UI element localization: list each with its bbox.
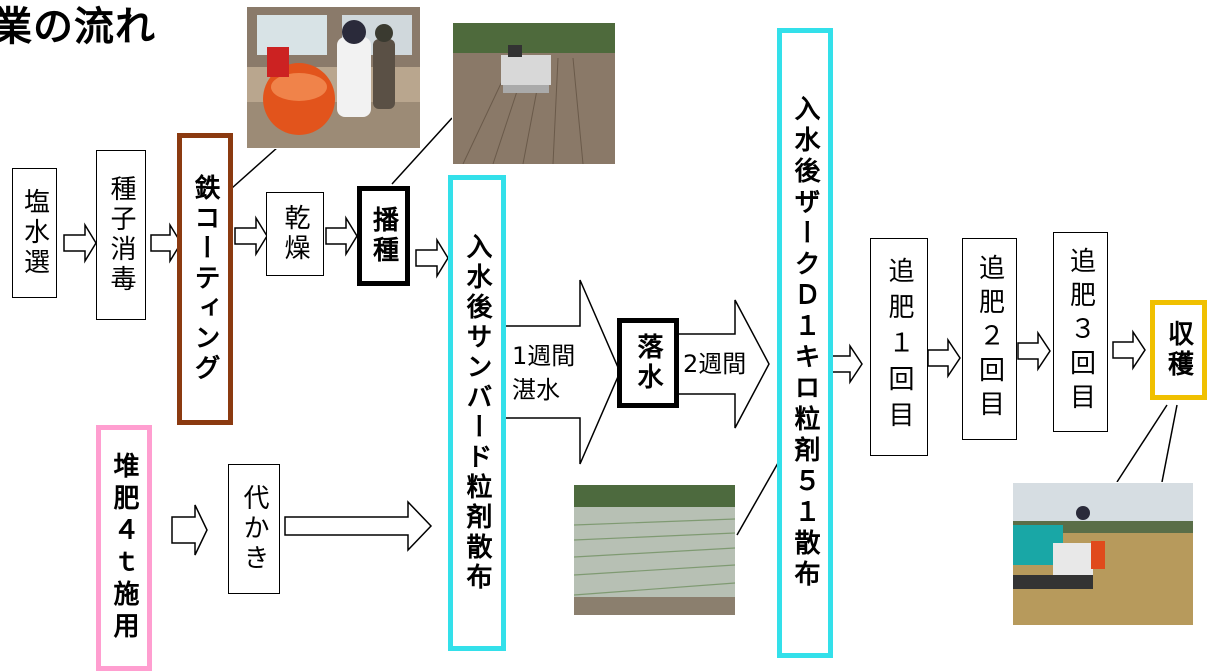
label-week2: 2週間 xyxy=(683,350,747,378)
step-shirokaki: 代かき xyxy=(228,464,280,594)
callout-line-paddy xyxy=(736,462,779,536)
callout-line-coating xyxy=(231,146,279,189)
flooded-paddy-photo xyxy=(573,484,736,616)
arrow-1 xyxy=(63,222,97,264)
arrow-week1 xyxy=(502,279,621,465)
harvester-photo xyxy=(1012,482,1194,626)
arrow-8 xyxy=(1017,330,1051,372)
step-shiosui: 塩水選 xyxy=(12,168,57,298)
callout-line-harvest-2 xyxy=(1161,404,1178,483)
callout-line-seeding xyxy=(391,117,453,185)
step-hashu: 播種 xyxy=(357,186,410,286)
callout-line-harvest-1 xyxy=(1116,404,1168,483)
step-shukaku: 収穫 xyxy=(1150,300,1207,400)
step-kanso: 乾燥 xyxy=(266,192,324,276)
arrow-2 xyxy=(150,222,182,264)
page-title: 業の流れ xyxy=(0,4,156,50)
step-tsuihi1: 追肥１回目 xyxy=(870,238,928,456)
step-taihi: 堆肥４ｔ施用 xyxy=(96,425,152,671)
step-zark: 入水後ザークＤ１キロ粒剤５１散布 xyxy=(777,28,833,658)
coating-machine-photo xyxy=(246,6,421,149)
arrow-9 xyxy=(1112,329,1146,371)
arrow-4 xyxy=(325,215,358,257)
arrow-3 xyxy=(234,215,268,257)
label-week1-line2: 湛水 xyxy=(512,376,560,404)
arrow-10 xyxy=(171,504,208,556)
step-shushi: 種子消毒 xyxy=(96,150,146,320)
arrow-5 xyxy=(415,237,449,279)
step-tsuihi3: 追肥３回目 xyxy=(1053,232,1108,432)
arrow-7 xyxy=(927,337,961,379)
step-rakusui: 落水 xyxy=(617,318,679,408)
label-week1-line1: 1週間 xyxy=(512,342,576,370)
arrow-6 xyxy=(829,343,863,385)
seeding-machine-photo xyxy=(452,22,616,165)
step-tetsu-coating: 鉄コーティング xyxy=(177,133,233,425)
arrow-11 xyxy=(284,500,433,552)
step-sunbird: 入水後サンバード粒剤散布 xyxy=(448,175,506,651)
step-tsuihi2: 追肥２回目 xyxy=(962,238,1017,440)
arrow-week2 xyxy=(675,299,770,429)
